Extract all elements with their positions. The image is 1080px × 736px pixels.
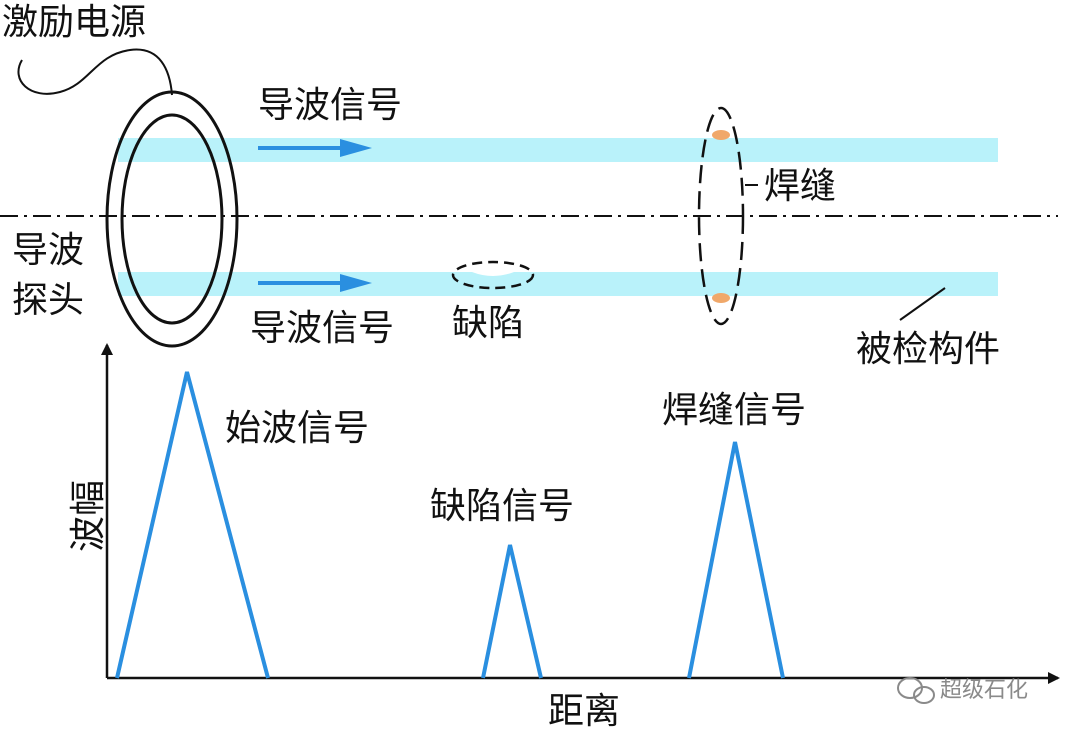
guided-wave-arrow-bottom <box>258 274 372 292</box>
watermark-text: 超级石化 <box>940 678 1028 703</box>
weld-spot-top <box>712 130 730 140</box>
weld-outline <box>697 106 745 326</box>
defect-outline <box>451 260 535 290</box>
watermark: 超级石化 <box>897 677 1028 704</box>
weld-signal-peak <box>687 441 785 679</box>
label-weld-signal: 焊缝信号 <box>662 390 806 431</box>
label-axis-y: 波幅 <box>68 480 109 552</box>
label-guided-signal-bottom: 导波信号 <box>250 308 394 349</box>
label-defect-signal: 缺陷信号 <box>430 486 574 527</box>
label-excitation-source: 激励电源 <box>2 2 146 43</box>
label-axis-x: 距离 <box>548 691 620 732</box>
wechat-icon <box>897 677 935 704</box>
label-probe-line1: 导波 <box>12 230 84 271</box>
label-probe-line2: 探头 <box>12 280 84 321</box>
initial-wave-peak <box>115 371 270 679</box>
weld-spot-bottom <box>712 293 730 303</box>
excitation-cable <box>17 48 173 96</box>
guided-wave-arrow-top <box>258 139 372 157</box>
label-component: 被检构件 <box>856 329 1000 370</box>
defect-mark <box>472 267 514 276</box>
pipe-wall-top <box>118 138 998 162</box>
label-defect: 缺陷 <box>452 303 524 344</box>
probe-outer-ring <box>105 90 239 348</box>
label-guided-signal-top: 导波信号 <box>258 85 402 126</box>
label-weld: 焊缝 <box>764 166 836 207</box>
label-initial-wave-signal: 始波信号 <box>225 408 369 449</box>
defect-signal-peak <box>481 544 543 679</box>
probe-inner-ring <box>120 113 224 325</box>
component-leader <box>899 287 946 321</box>
pipe-wall-bottom <box>118 272 998 296</box>
